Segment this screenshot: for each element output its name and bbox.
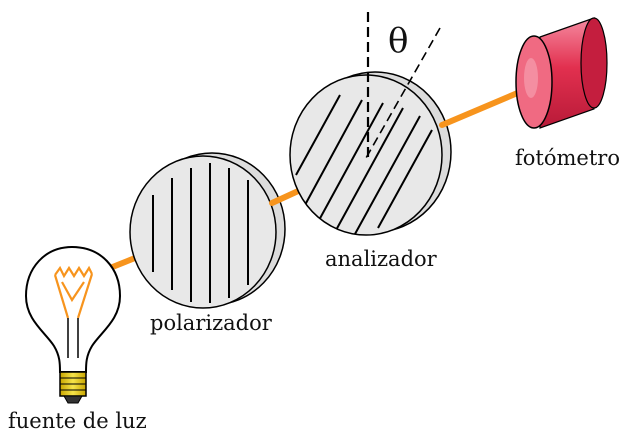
photometer-label: fotómetro — [515, 146, 620, 170]
angle-label: θ — [388, 21, 408, 61]
light-bulb-icon — [24, 245, 122, 404]
polarizer-label: polarizador — [150, 311, 273, 335]
light-source-label: fuente de luz — [8, 409, 147, 433]
analyzer-label: analizador — [325, 247, 438, 271]
polarizer-disc — [129, 152, 286, 309]
filament — [53, 265, 94, 319]
analyzer-axis-reference-line — [365, 27, 441, 159]
photometer-icon — [515, 17, 608, 129]
analyzer-axis-lines — [295, 94, 433, 235]
analyzer-disc — [289, 71, 452, 236]
polarizer-axis-lines — [152, 163, 249, 303]
